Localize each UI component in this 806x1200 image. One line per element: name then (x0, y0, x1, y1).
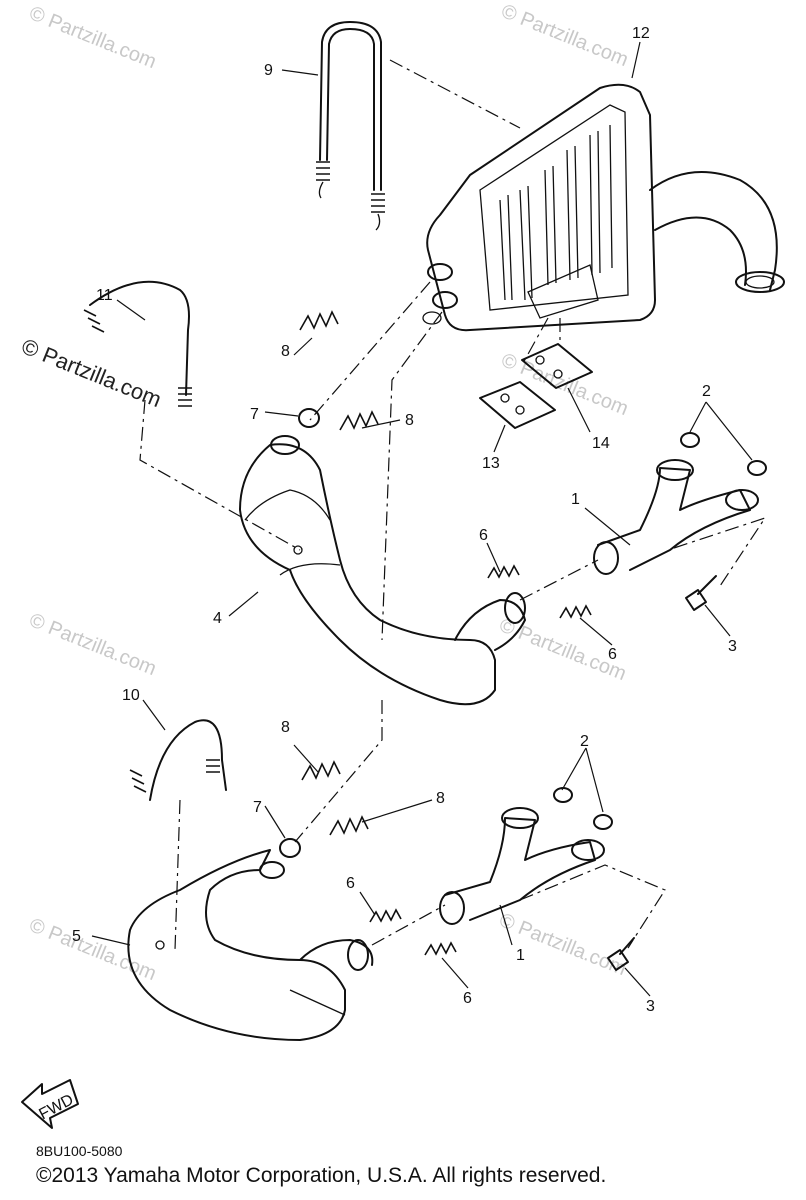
watermark: © Partzilla.com (26, 609, 159, 680)
watermark: © Partzilla.com (498, 0, 631, 71)
callout-6: 6 (463, 990, 472, 1007)
fwd-arrow: FWD (21, 1079, 79, 1129)
callout-1: 1 (516, 947, 525, 964)
part-5-exhaust-pipe (127, 849, 374, 1041)
copyright-notice: ©2013 Yamaha Motor Corporation, U.S.A. A… (36, 1164, 607, 1187)
watermark: © Partzilla.com (26, 2, 159, 73)
part-13-14-plates (479, 343, 593, 429)
callout-8: 8 (436, 790, 445, 807)
springs-upper (298, 310, 592, 619)
watermark: © Partzilla.com (496, 909, 629, 980)
diagram-reference-code: 8BU100-5080 (36, 1143, 123, 1159)
part-4-exhaust-pipe (239, 435, 526, 706)
callout-2: 2 (580, 733, 589, 750)
callout-4: 4 (213, 610, 222, 627)
callout-10: 10 (122, 687, 140, 704)
part-3-bolt-lower (607, 937, 635, 971)
callout-8: 8 (405, 412, 414, 429)
callout-7: 7 (253, 799, 262, 816)
springs-lower (279, 760, 457, 956)
part-1-header-upper (593, 459, 759, 575)
part-2-gaskets-upper (680, 432, 767, 476)
leader-lines (91, 41, 753, 997)
callout-8: 8 (281, 719, 290, 736)
watermark-prominent: © Partzilla.com (18, 333, 165, 412)
callout-8: 8 (281, 343, 290, 360)
callout-11: 11 (96, 287, 113, 304)
callout-12: 12 (632, 25, 650, 42)
callout-2: 2 (702, 383, 711, 400)
callout-6: 6 (346, 875, 355, 892)
part-1-header-lower (439, 807, 605, 925)
part-12-muffler (422, 83, 785, 332)
callout-6: 6 (608, 646, 617, 663)
part-2-gaskets-lower (553, 787, 613, 830)
part-10-band (129, 719, 227, 801)
callout-7: 7 (250, 406, 259, 423)
watermark: © Partzilla.com (26, 914, 159, 985)
callout-numbers: 9 12 11 8 7 8 13 14 2 1 6 4 6 3 10 8 2 7… (72, 25, 737, 1015)
callout-9: 9 (264, 62, 273, 79)
callout-5: 5 (72, 928, 81, 945)
callout-13: 13 (482, 455, 500, 472)
callout-3: 3 (646, 998, 655, 1015)
part-3-bolt-upper (685, 575, 717, 611)
part-9-band (316, 21, 385, 231)
fwd-label: FWD (36, 1091, 76, 1123)
part-11-band (83, 280, 192, 407)
callout-3: 3 (728, 638, 737, 655)
assembly-lines (139, 59, 767, 951)
callout-14: 14 (592, 435, 610, 452)
callout-6: 6 (479, 527, 488, 544)
callout-1: 1 (571, 491, 580, 508)
